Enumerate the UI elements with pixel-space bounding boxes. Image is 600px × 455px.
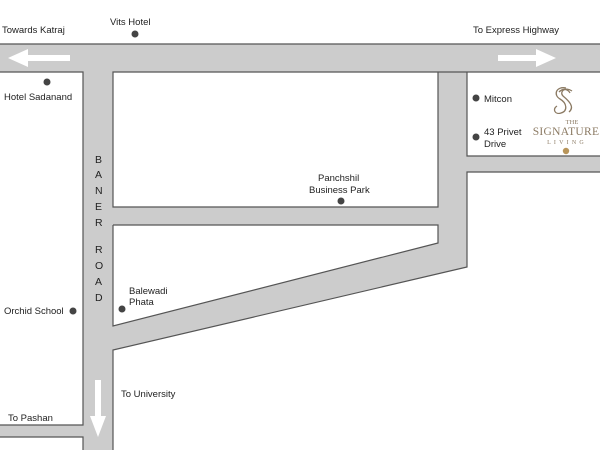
landmark-markers <box>43 30 480 315</box>
label-hotel-sadanand: Hotel Sadanand <box>4 92 72 103</box>
right-lower-road <box>467 156 600 172</box>
road-outlines <box>0 43 600 450</box>
marker-orchid-school <box>69 307 77 315</box>
right-connector-road <box>438 72 467 267</box>
road-letter: A <box>95 169 103 181</box>
road-letter: R <box>95 217 103 229</box>
label-privet-drive-2: Drive <box>484 139 506 150</box>
logo-tagline: LIVING <box>547 140 587 146</box>
logo-location-marker <box>562 147 570 155</box>
label-to-express-highway: To Express Highway <box>473 25 559 36</box>
arrow-left-icon <box>8 49 70 67</box>
arrow-right-icon <box>498 49 556 67</box>
label-balewadi-1: Balewadi <box>129 286 168 297</box>
road-letter: O <box>95 260 104 272</box>
label-privet-drive-1: 43 Privet <box>484 127 522 138</box>
baner-road-label: B A N E R R O A D <box>95 154 104 304</box>
label-towards-katraj: Towards Katraj <box>2 25 65 36</box>
marker-privet-drive <box>472 133 480 141</box>
marker-mitcon <box>472 94 480 102</box>
diagonal-road <box>113 243 467 350</box>
road-letter: E <box>95 201 103 213</box>
logo-name: SIGNATURE <box>533 126 600 138</box>
logo-the: THE <box>566 119 579 126</box>
road-letter: A <box>95 276 103 288</box>
marker-panchshil <box>337 197 345 205</box>
label-mitcon: Mitcon <box>484 94 512 105</box>
signature-living-logo: THE SIGNATURE LIVING <box>533 87 600 155</box>
panchshil-road <box>113 207 467 225</box>
label-vits-hotel: Vits Hotel <box>110 17 150 28</box>
road-letter: B <box>95 154 103 166</box>
road-letter: N <box>95 185 103 197</box>
marker-balewadi-phata <box>118 305 126 313</box>
label-to-pashan: To Pashan <box>8 413 53 424</box>
road-letter: D <box>95 292 103 304</box>
marker-vits-hotel <box>131 30 139 38</box>
pashan-road <box>0 425 83 437</box>
top-road <box>0 44 600 72</box>
road-letter: R <box>95 244 103 256</box>
label-panchshil-1: Panchshil <box>318 173 359 184</box>
label-orchid-school: Orchid School <box>4 306 64 317</box>
label-panchshil-2: Business Park <box>309 185 370 196</box>
marker-hotel-sadanand <box>43 78 51 86</box>
logo-emblem-icon <box>553 87 573 115</box>
label-to-university: To University <box>121 389 176 400</box>
baner-road <box>83 72 113 450</box>
label-balewadi-2: Phata <box>129 297 155 308</box>
arrow-down-icon <box>90 380 106 437</box>
